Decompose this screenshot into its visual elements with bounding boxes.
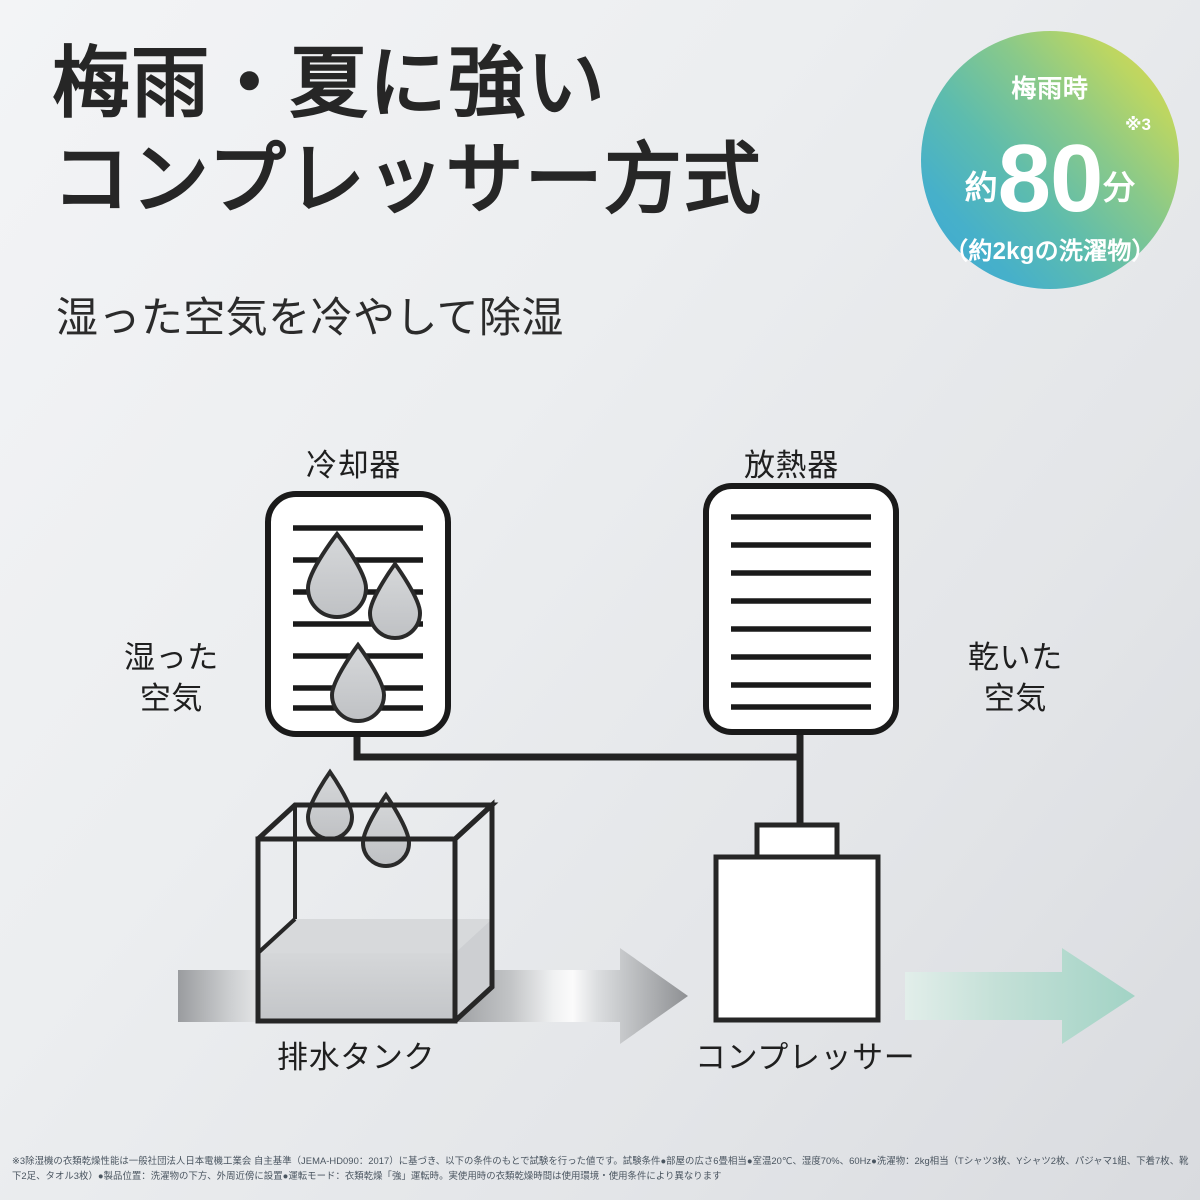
compressor-body: [713, 854, 881, 1023]
headline-block: 梅雨・夏に強い コンプレッサー方式: [52, 44, 892, 218]
label-wet-air-line-2: 空気: [139, 680, 204, 716]
drying-time-badge: 梅雨時 約 80 分 ※3 （約2kgの洗濯物）: [921, 31, 1179, 289]
badge-season-label: 梅雨時: [1011, 75, 1089, 103]
radiator-unit-body: [703, 483, 899, 735]
label-wet-air-line-1: 湿った: [124, 640, 219, 675]
headline-line-1: 梅雨・夏に強い: [52, 39, 607, 127]
label-dry-air: 乾いた 空気: [968, 638, 1063, 720]
refrigerant-pipe-cooler-to-radiator: [353, 730, 804, 848]
badge-load-label: （約2kgの洗濯物）: [944, 238, 1156, 265]
label-dry-air-line-1: 乾いた: [968, 640, 1063, 675]
label-drain-tank: 排水タンク: [277, 1040, 436, 1075]
tank-water-front: [258, 953, 455, 1021]
dehumidifier-flow-diagram: 冷却器 放熱器 湿った 空気 乾いた 空気 排水タンク コンプレッサー: [0, 400, 1200, 1120]
dry-air-arrow: [905, 948, 1135, 1044]
tank-wireframe: [255, 799, 499, 1024]
subheadline: 湿った空気を冷やして除湿: [56, 294, 564, 341]
label-compressor: コンプレッサー: [695, 1040, 916, 1075]
badge-value-row: 約 80 分: [921, 113, 1179, 232]
badge-approx-label: 約: [964, 169, 998, 206]
label-cooler: 冷却器: [306, 448, 401, 483]
tank-droplet-2: [360, 791, 412, 868]
tank-water-surface: [258, 919, 492, 953]
wet-air-arrow-head: [448, 948, 688, 1044]
label-radiator: 放熱器: [744, 448, 839, 483]
diagram-svg: [178, 483, 1135, 1044]
footnote-text: ※3除湿機の衣類乾燥性能は一般社団法人日本電機工業会 自主基準（JEMA-HD0…: [12, 1155, 1189, 1181]
headline-line-2: コンプレッサー方式: [52, 135, 763, 223]
badge-minutes-value: 80: [997, 124, 1104, 232]
radiator-fins: [731, 514, 871, 710]
cooler-droplet-2: [367, 560, 423, 640]
cooler-droplet-1: [305, 530, 369, 619]
cooler-unit-body: [265, 491, 451, 737]
label-dry-air-line-2: 空気: [983, 680, 1048, 716]
badge-minutes-unit: 分: [1102, 169, 1136, 206]
label-wet-air: 湿った 空気: [124, 638, 219, 720]
badge-footnote-marker: ※3: [1125, 115, 1151, 134]
cooler-droplet-3: [329, 641, 387, 723]
